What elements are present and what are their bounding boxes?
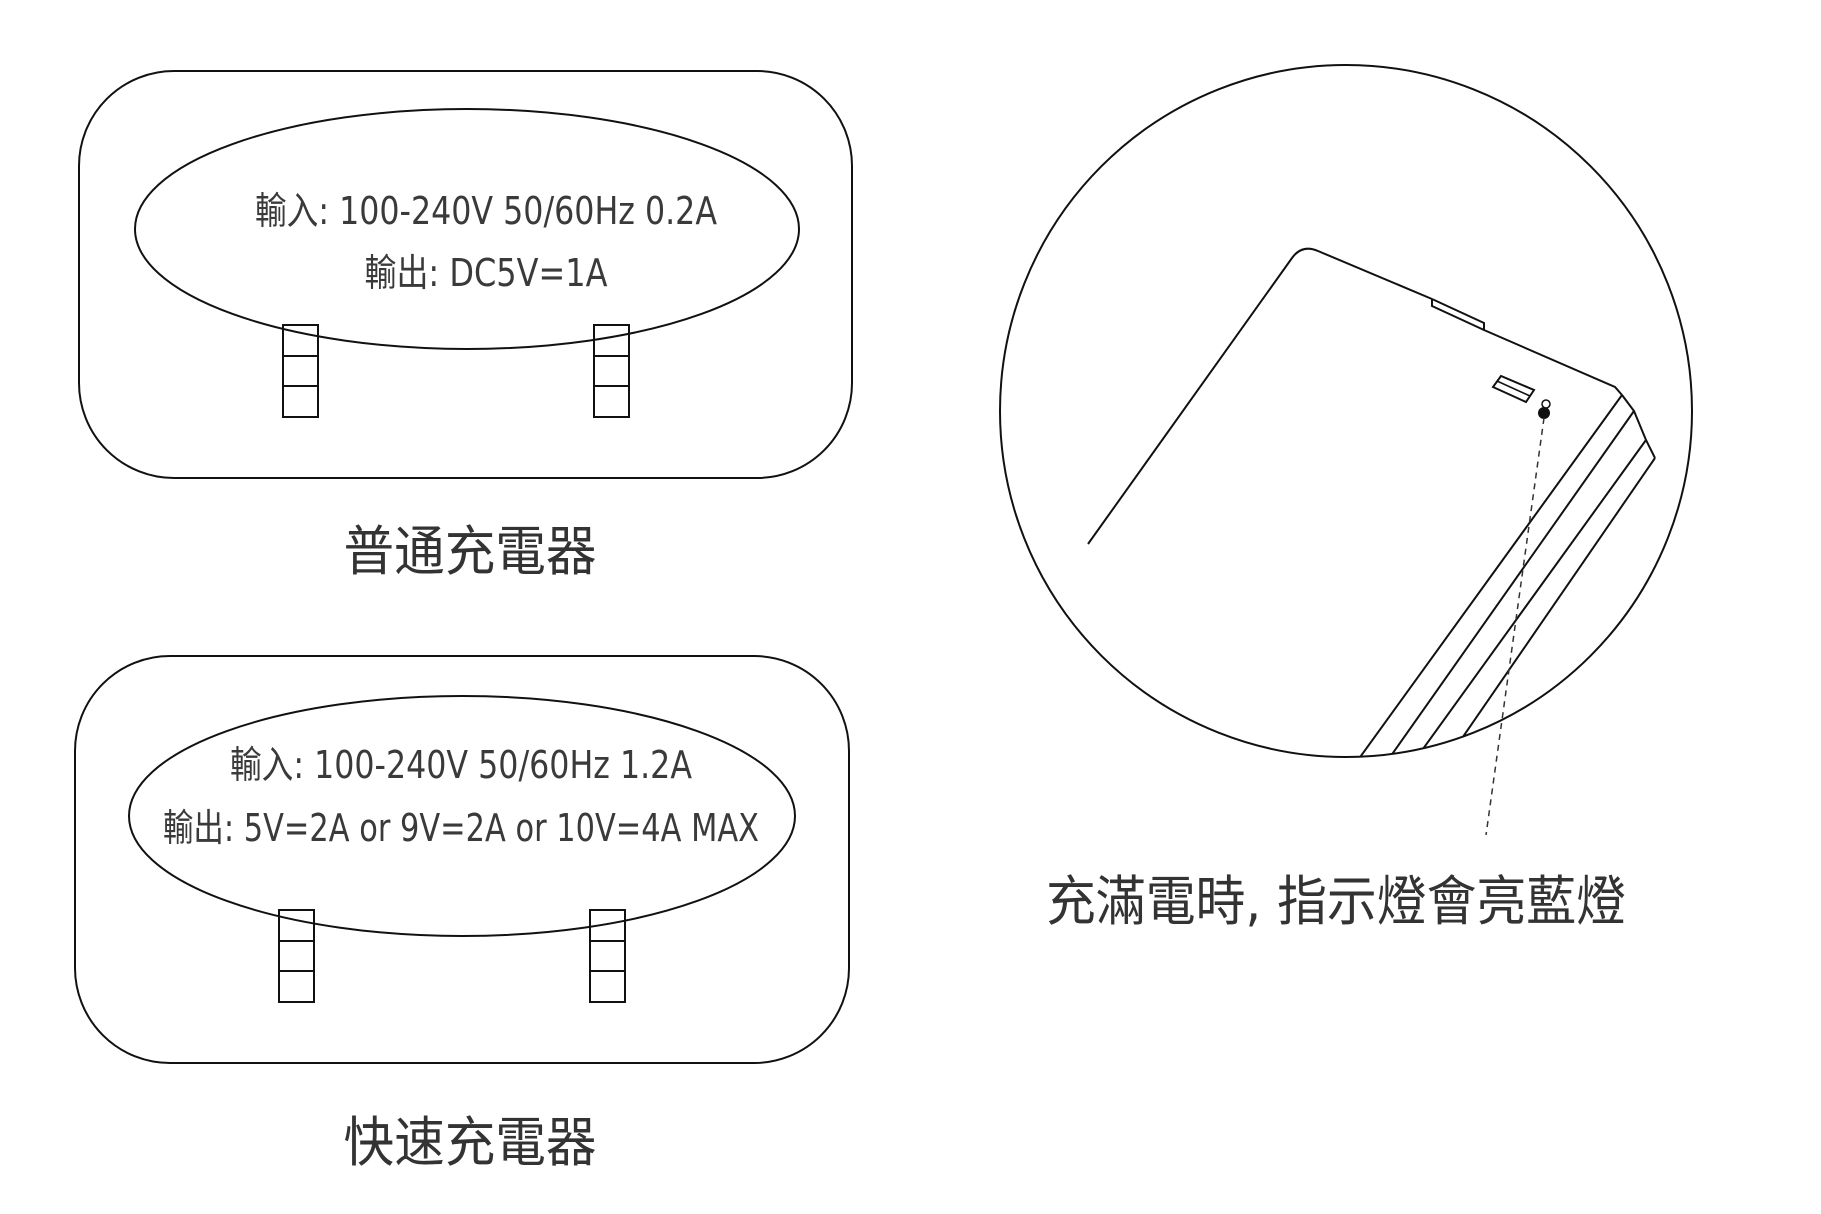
device-magnified-view <box>999 64 1693 836</box>
normal-charger-output-spec: 輸出: DC5V=1A <box>365 251 608 295</box>
fast-charger-figure: 輸入: 100-240V 50/60Hz 1.2A 輸出: 5V=2A or 9… <box>74 655 850 1064</box>
fast-charger-input-spec: 輸入: 100-240V 50/60Hz 1.2A <box>230 743 692 787</box>
indicator-light-window <box>1491 374 1536 404</box>
normal-charger-plug-prong-right <box>593 324 630 418</box>
normal-charger-figure: 輸入: 100-240V 50/60Hz 0.2A 輸出: DC5V=1A <box>78 70 853 479</box>
fast-charger-plug-prong-left <box>278 909 315 1003</box>
fast-charger-body <box>74 655 850 1064</box>
indicator-light-led <box>1538 407 1550 419</box>
normal-charger-label-ellipse <box>134 108 800 350</box>
fast-charger-caption: 快速充電器 <box>344 1111 597 1174</box>
normal-charger-plug-prong-left <box>282 324 319 418</box>
indicator-caption: 充滿電時, 指示燈會亮藍燈 <box>1046 870 1626 933</box>
normal-charger-caption: 普通充電器 <box>344 520 597 583</box>
device-outline <box>1087 247 1656 757</box>
fast-charger-output-spec: 輸出: 5V=2A or 9V=2A or 10V=4A MAX <box>163 806 759 850</box>
fast-charger-label-ellipse <box>128 695 796 937</box>
normal-charger-input-spec: 輸入: 100-240V 50/60Hz 0.2A <box>255 189 717 233</box>
fast-charger-plug-prong-right <box>589 909 626 1003</box>
normal-charger-body <box>78 70 853 479</box>
magnifier-circle <box>999 64 1693 758</box>
indicator-light-ring <box>1541 399 1551 409</box>
indicator-leader-line <box>1485 417 1545 836</box>
